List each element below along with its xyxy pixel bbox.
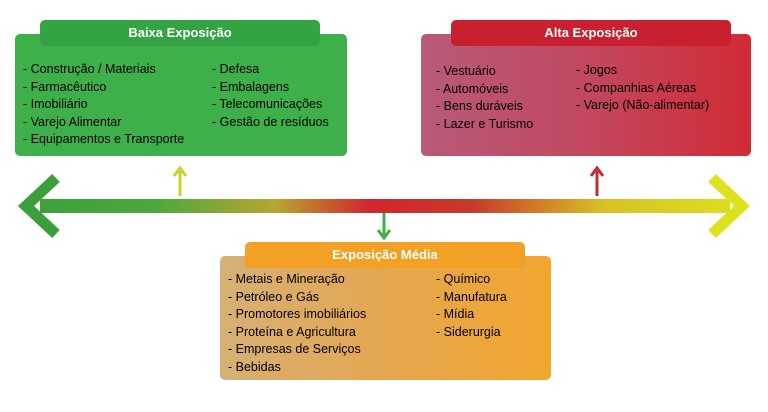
sector-item: Companhias Aéreas xyxy=(576,80,709,98)
sector-item: Construção / Materiais xyxy=(23,61,184,79)
sector-item: Jogos xyxy=(576,62,709,80)
high-exposure-title: Alta Exposição xyxy=(451,20,731,46)
axis-right-arrowhead xyxy=(708,173,751,239)
axis-left-arrowhead xyxy=(17,173,60,239)
sector-item: Petróleo e Gás xyxy=(228,289,366,307)
sector-item: Farmacêutico xyxy=(23,79,184,97)
sector-item: Gestão de resíduos xyxy=(212,114,329,132)
axis-shaft xyxy=(40,199,730,213)
mid-pointer-arrow xyxy=(376,213,392,241)
sector-item: Bebidas xyxy=(228,359,366,377)
sector-item: Embalagens xyxy=(212,79,329,97)
sector-item: Proteína e Agricultura xyxy=(228,324,366,342)
sector-item: Varejo Alimentar xyxy=(23,114,184,132)
medium-exposure-list-1: Metais e MineraçãoPetróleo e GásPromotor… xyxy=(228,271,367,377)
high-pointer-arrow xyxy=(589,165,605,196)
sector-item: Bens duráveis xyxy=(436,98,533,116)
medium-exposure-list-2: QuímicoManufaturaMídiaSiderurgia xyxy=(436,271,507,341)
high-exposure-list-2: JogosCompanhias AéreasVarejo (Não-alimen… xyxy=(576,62,710,115)
sector-item: Automóveis xyxy=(436,81,533,99)
sector-item: Vestuário xyxy=(436,63,533,81)
low-exposure-list-1: Construção / MateriaisFarmacêuticoImobil… xyxy=(23,61,185,149)
sector-item: Lazer e Turismo xyxy=(436,116,534,134)
sector-item: Siderurgia xyxy=(436,324,507,342)
sector-item: Defesa xyxy=(212,61,329,79)
low-exposure-list-2: DefesaEmbalagensTelecomunicaçõesGestão d… xyxy=(212,61,329,132)
high-exposure-list-1: VestuárioAutomóveisBens duráveisLazer e … xyxy=(436,63,533,133)
low-exposure-title: Baixa Exposição xyxy=(40,20,320,46)
sector-item: Químico xyxy=(436,271,507,289)
sector-item: Varejo (Não-alimentar) xyxy=(576,97,710,115)
sector-item: Mídia xyxy=(436,306,507,324)
low-pointer-arrow xyxy=(172,165,188,196)
sector-item: Manufatura xyxy=(436,289,507,307)
sector-item: Metais e Mineração xyxy=(228,271,366,289)
sector-item: Promotores imobiliários xyxy=(228,306,367,324)
sector-item: Telecomunicações xyxy=(212,96,329,114)
sector-item: Empresas de Serviços xyxy=(228,341,366,359)
medium-exposure-title: Exposição Média xyxy=(245,242,525,268)
sector-item: Equipamentos e Transporte xyxy=(23,131,185,149)
sector-item: Imobiliário xyxy=(23,96,184,114)
